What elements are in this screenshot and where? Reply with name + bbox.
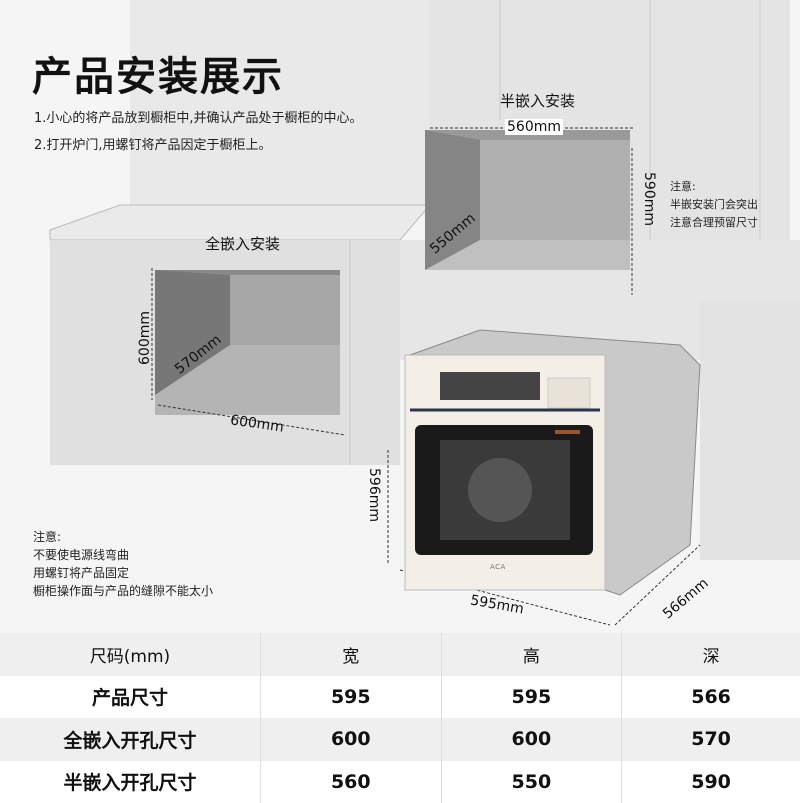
page-title: 产品安装展示 — [32, 44, 284, 102]
semi-height: 590mm — [641, 172, 657, 226]
cell: 600 — [261, 718, 442, 761]
header-cell: 深 — [622, 633, 800, 676]
row-label: 产品尺寸 — [0, 676, 261, 719]
full-embedded-label: 全嵌入安装 — [205, 233, 280, 254]
note-line: 注意: — [670, 178, 758, 196]
oven-height: 596mm — [366, 468, 382, 522]
row-label: 全嵌入开孔尺寸 — [0, 718, 261, 761]
note-line: 半嵌安装门会突出 — [670, 196, 758, 214]
table-row: 产品尺寸 595 595 566 — [0, 676, 800, 719]
semi-note: 注意: 半嵌安装门会突出 注意合理预留尺寸 — [670, 178, 758, 232]
cell: 570 — [622, 718, 800, 761]
semi-width: 560mm — [505, 119, 563, 135]
note-line: 注意合理预留尺寸 — [670, 214, 758, 232]
table-header: 尺码(mm) 宽 高 深 — [0, 633, 800, 676]
note-line: 用螺钉将产品固定 — [33, 564, 213, 582]
cell: 550 — [441, 761, 622, 803]
note-line: 不要使电源线弯曲 — [33, 546, 213, 564]
full-height: 600mm — [137, 311, 153, 365]
cell: 566 — [622, 676, 800, 719]
table-row: 全嵌入开孔尺寸 600 600 570 — [0, 718, 800, 761]
bottom-note: 注意: 不要使电源线弯曲 用螺钉将产品固定 橱柜操作面与产品的缝隙不能太小 — [33, 528, 213, 600]
cell: 590 — [622, 761, 800, 803]
size-table: 尺码(mm) 宽 高 深 产品尺寸 595 595 566 全嵌入开孔尺寸 60… — [0, 633, 800, 803]
row-label: 半嵌入开孔尺寸 — [0, 761, 261, 803]
install-step-1: 1.小心的将产品放到橱柜中,并确认产品处于橱柜的中心。 — [34, 107, 363, 126]
install-step-2: 2.打开炉门,用螺钉将产品因定于橱柜上。 — [34, 134, 272, 153]
note-line: 橱柜操作面与产品的缝隙不能太小 — [33, 582, 213, 600]
table-row: 半嵌入开孔尺寸 560 550 590 — [0, 761, 800, 803]
cell: 560 — [261, 761, 442, 803]
cell: 595 — [261, 676, 442, 719]
semi-embedded-label: 半嵌入安装 — [500, 90, 575, 111]
oven-brand-logo: ACA — [490, 563, 506, 571]
header-cell: 宽 — [261, 633, 442, 676]
note-line: 注意: — [33, 528, 213, 546]
cell: 600 — [441, 718, 622, 761]
header-cell: 尺码(mm) — [0, 633, 261, 676]
cell: 595 — [441, 676, 622, 719]
header-cell: 高 — [441, 633, 622, 676]
